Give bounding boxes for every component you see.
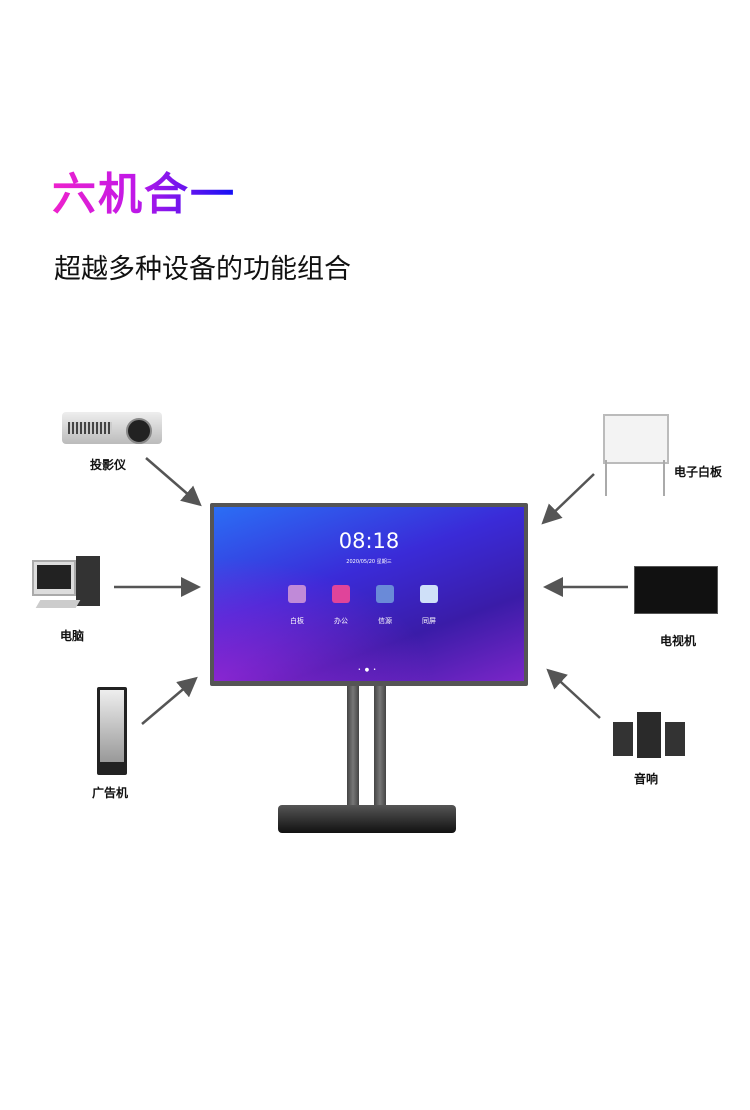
arrow-projector — [145, 457, 202, 507]
projector-image — [62, 412, 162, 444]
label-computer: 电脑 — [60, 629, 85, 643]
whiteboard-leg — [663, 460, 665, 496]
label-tv: 电视机 — [660, 634, 697, 648]
clock: 08:18 — [338, 529, 400, 553]
office-icon — [332, 585, 350, 603]
whiteboard-image — [603, 414, 669, 464]
headline: 六机合一 — [52, 158, 236, 222]
label-projector: 投影仪 — [90, 458, 127, 472]
label-kiosk: 广告机 — [92, 786, 129, 800]
page-dots: •●• — [357, 667, 381, 673]
stand-base — [278, 805, 456, 833]
label-speaker: 音响 — [634, 772, 659, 786]
stand-pole — [347, 686, 359, 811]
app-source[interactable]: 信源 — [374, 585, 396, 627]
tv-image — [634, 566, 718, 614]
app-whiteboard[interactable]: 白板 — [286, 585, 308, 627]
screen-share-icon — [420, 585, 438, 603]
arrow-whiteboard — [541, 473, 595, 525]
subheadline: 超越多种设备的功能组合 — [54, 254, 351, 285]
speaker-image — [613, 712, 685, 758]
whiteboard-icon — [288, 585, 306, 603]
whiteboard-leg — [605, 460, 607, 496]
interactive-display: 08:18 2020/05/20 星期三 白板 办公 信源 同屏 •●• — [210, 503, 528, 686]
app-office[interactable]: 办公 — [330, 585, 352, 627]
stand-pole — [374, 686, 386, 811]
label-whiteboard: 电子白板 — [674, 465, 723, 479]
source-icon — [376, 585, 394, 603]
arrow-speaker — [546, 668, 601, 719]
computer-image — [30, 556, 104, 618]
app-screen-share[interactable]: 同屏 — [418, 585, 440, 627]
kiosk-image — [97, 687, 127, 775]
date: 2020/05/20 星期三 — [346, 559, 392, 565]
display-screen: 08:18 2020/05/20 星期三 白板 办公 信源 同屏 •●• — [214, 507, 524, 681]
arrow-kiosk — [141, 676, 198, 725]
